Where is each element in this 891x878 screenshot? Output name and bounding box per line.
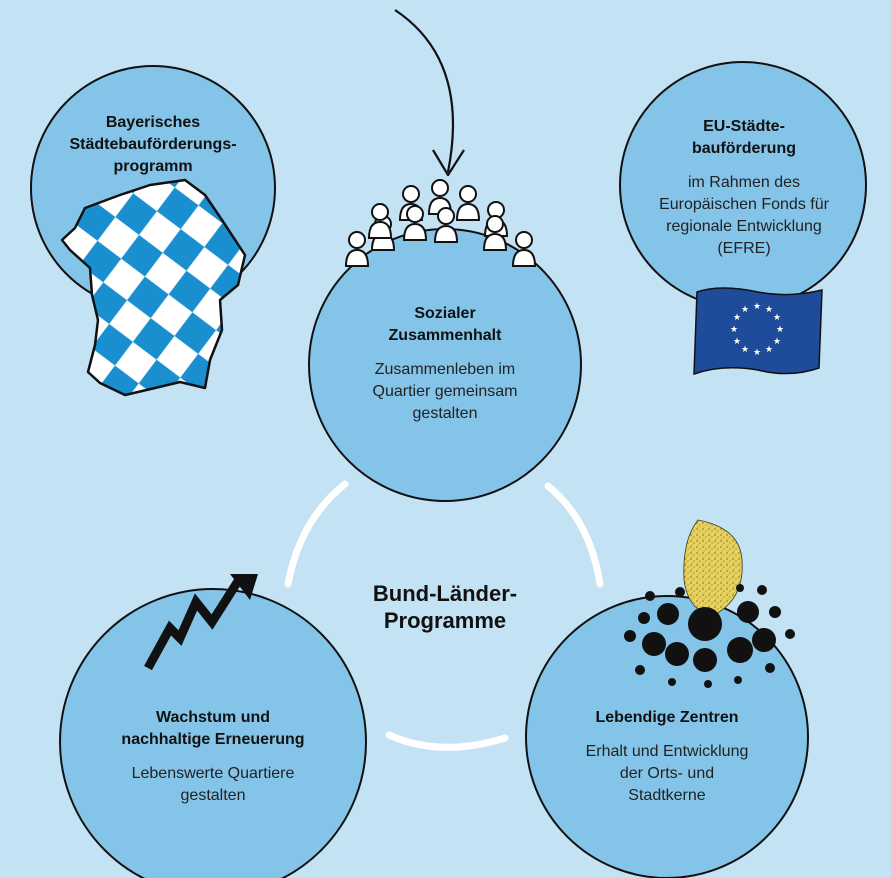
center-title: Bund-Länder- Programme	[372, 581, 518, 633]
svg-text:★: ★	[776, 325, 784, 335]
circle-zentren	[525, 595, 809, 878]
svg-text:★: ★	[765, 345, 773, 355]
svg-text:★: ★	[773, 313, 781, 323]
people-group-icon	[344, 179, 537, 267]
svg-text:★: ★	[753, 302, 761, 312]
bavaria-map-icon	[60, 178, 247, 397]
node-zentren: Lebendige Zentren Erhalt und Entwicklung…	[562, 707, 772, 807]
circle-wachstum	[59, 588, 367, 878]
node-wachstum: Wachstum und nachhaltige Erneuerung Lebe…	[98, 707, 328, 807]
growth-arrow-icon	[144, 574, 258, 671]
svg-text:★: ★	[765, 305, 773, 315]
curved-arrow-icon	[394, 9, 465, 177]
svg-text:★: ★	[733, 337, 741, 347]
svg-text:★: ★	[741, 345, 749, 355]
node-zentren-body: Erhalt und Entwicklung der Orts- und Sta…	[585, 743, 749, 804]
svg-text:★: ★	[733, 313, 741, 323]
coin-drop-icon	[624, 519, 795, 688]
connector-arc-left	[284, 480, 349, 588]
node-sozial-title: Sozialer Zusammenhalt	[388, 305, 502, 344]
node-eu-title: EU-Städte- bauförderung	[692, 118, 796, 157]
node-wachstum-body: Lebenswerte Quartiere gestalten	[131, 765, 295, 804]
svg-text:★: ★	[741, 305, 749, 315]
node-sozial: Sozialer Zusammenhalt Zusammenleben im Q…	[345, 303, 545, 425]
svg-text:★: ★	[730, 325, 738, 335]
node-wachstum-title: Wachstum und nachhaltige Erneuerung	[121, 709, 305, 748]
node-bayern: Bayerisches Städtebauförderungs- program…	[63, 112, 243, 178]
node-bayern-title: Bayerisches Städtebauförderungs- program…	[69, 114, 237, 175]
eu-flag-icon: ★ ★ ★ ★ ★ ★ ★ ★ ★ ★ ★ ★	[693, 287, 823, 376]
node-sozial-body: Zusammenleben im Quartier gemeinsam gest…	[372, 361, 518, 422]
node-eu-body: im Rahmen des Europäischen Fonds für reg…	[659, 174, 829, 257]
svg-text:★: ★	[753, 348, 761, 358]
node-eu: EU-Städte- bauförderung im Rahmen des Eu…	[631, 116, 857, 260]
connector-arc-right	[544, 482, 604, 588]
connector-arc-bottom	[385, 731, 509, 751]
svg-text:★: ★	[773, 337, 781, 347]
node-zentren-title: Lebendige Zentren	[595, 709, 739, 726]
